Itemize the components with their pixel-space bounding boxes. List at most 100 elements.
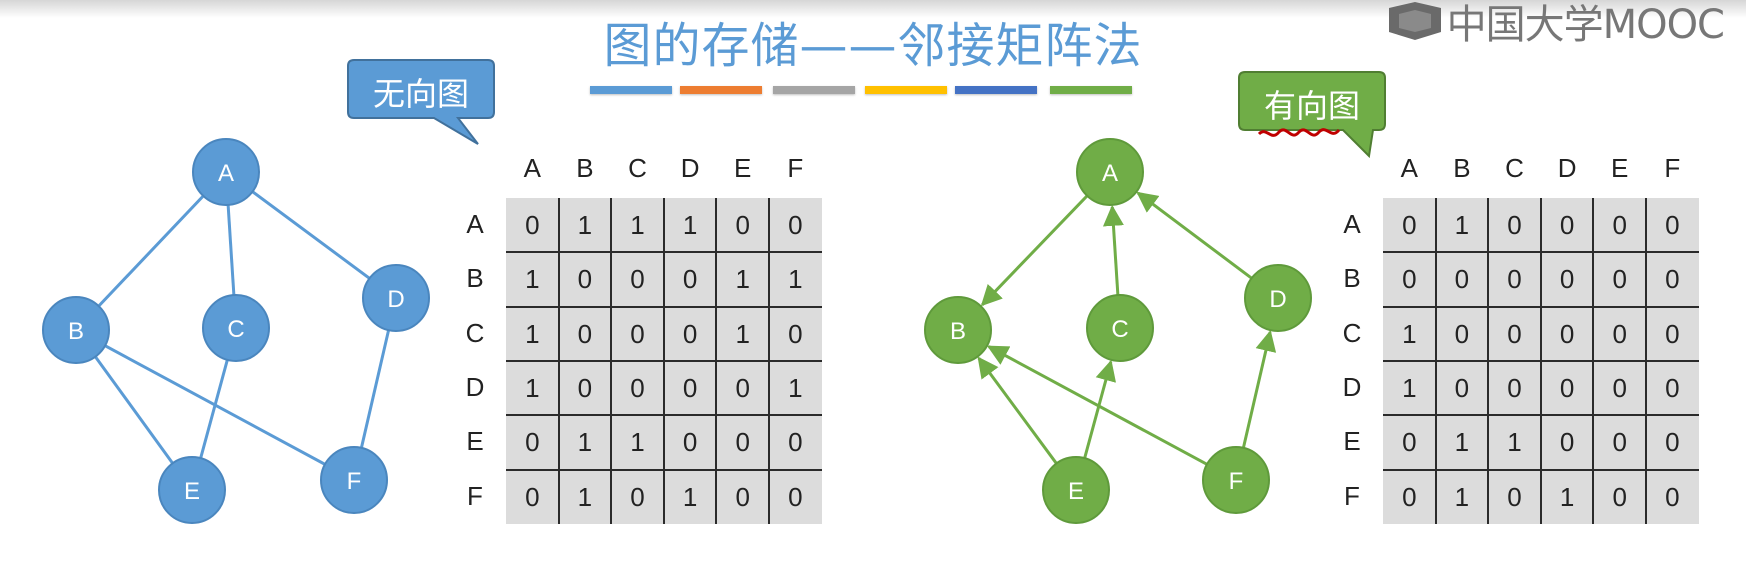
matrix-grid-line [506, 305, 822, 308]
node-label-F: F [347, 468, 362, 495]
matrix-grid-line [506, 414, 822, 417]
col-header: A [523, 153, 541, 183]
matrix-cell: 0 [663, 252, 717, 307]
row-header: B [466, 263, 484, 294]
matrix-cell: 0 [769, 469, 822, 524]
matrix-cell: 1 [558, 198, 612, 253]
undirected-callout-shape [347, 59, 495, 145]
col-header: B [1453, 153, 1471, 183]
matrix-cell: 0 [558, 360, 612, 416]
matrix-cell: 0 [1646, 415, 1699, 470]
matrix-cell: 0 [663, 415, 717, 470]
matrix-cell: 0 [1540, 415, 1594, 470]
matrix-grid-line [1383, 359, 1699, 362]
edge-A-D [225, 170, 397, 300]
color-bar-segment [865, 86, 947, 94]
matrix-cell: 1 [1435, 415, 1489, 470]
row-header: E [466, 426, 484, 457]
mooc-logo-icon [1388, 2, 1441, 40]
color-bar-segment [590, 86, 672, 94]
node-label-E: E [184, 478, 200, 505]
row-header: D [465, 371, 485, 402]
matrix-cell: 1 [1435, 469, 1489, 524]
matrix-cell: 0 [1435, 252, 1489, 307]
matrix-cell: 1 [1383, 360, 1436, 416]
matrix-cell: 1 [1383, 306, 1436, 361]
edge-D-A [1136, 191, 1253, 280]
row-header: A [1343, 209, 1361, 239]
node-B [42, 296, 110, 364]
directed-callout-label: 有向图 [1263, 87, 1360, 125]
matrix-cell: 0 [1488, 360, 1541, 416]
edge-A-B [980, 194, 1089, 307]
matrix-cell: 0 [1540, 252, 1594, 307]
node-label-D: D [1269, 286, 1286, 313]
matrix-cell: 0 [506, 469, 559, 524]
node-label-C: C [227, 316, 244, 343]
edge-F-D [1241, 330, 1277, 449]
node-label-A: A [1102, 160, 1118, 187]
node-label-F: F [1229, 468, 1244, 495]
edge-C-A [1102, 204, 1124, 296]
matrix-cell: 1 [558, 415, 612, 470]
col-header: F [787, 153, 804, 183]
row-header: B [1343, 263, 1361, 294]
node-E [158, 456, 226, 524]
matrix-cell: 1 [663, 469, 717, 524]
matrix-cell: 1 [716, 306, 769, 361]
row-header: E [1343, 426, 1361, 457]
red-squiggle-underline [1257, 128, 1341, 137]
matrix-grid-line [1383, 251, 1699, 254]
matrix-cell: 0 [716, 469, 769, 524]
edge-E-C [1083, 359, 1117, 459]
logo-text: 中国大学MOOC [1446, 2, 1725, 48]
matrix-cell: 0 [716, 360, 769, 416]
matrix-cell: 1 [1488, 415, 1541, 470]
matrix-cell: 1 [611, 415, 664, 470]
top-shadow [0, 0, 1746, 18]
row-header: C [1342, 317, 1362, 348]
matrix-cell: 0 [716, 415, 769, 470]
matrix-cell: 0 [1383, 415, 1436, 470]
matrix-cell: 0 [558, 252, 612, 307]
matrix-cell: 0 [611, 306, 664, 361]
matrix-cell: 0 [1435, 360, 1489, 416]
node-C [202, 294, 270, 362]
matrix-cell: 0 [611, 360, 664, 416]
matrix-cell: 1 [716, 252, 769, 307]
matrix-cell: 0 [1646, 360, 1699, 416]
matrix-cell: 1 [1435, 198, 1489, 253]
matrix-cell: 0 [1383, 469, 1436, 524]
matrix-cell: 0 [1540, 360, 1594, 416]
node-label-E: E [1068, 478, 1084, 505]
matrix-grid-line [506, 251, 822, 254]
matrix-cell: 0 [1488, 469, 1541, 524]
node-label-D: D [387, 286, 404, 313]
col-header: C [628, 153, 647, 183]
row-header: F [467, 480, 483, 511]
matrix-grid-line [506, 359, 822, 362]
node-F [320, 446, 388, 514]
matrix-cell: 1 [769, 252, 822, 307]
matrix-cell: 0 [1593, 306, 1646, 361]
col-header: C [1505, 153, 1524, 183]
matrix-cell: 0 [716, 198, 769, 253]
row-header: F [1344, 480, 1360, 511]
matrix-cell: 1 [769, 360, 822, 416]
matrix-cell: 1 [506, 252, 559, 307]
matrix-cell: 0 [1593, 469, 1646, 524]
matrix-cell: 0 [506, 198, 559, 253]
matrix-cell: 0 [1593, 360, 1646, 416]
matrix-cell: 0 [1383, 252, 1436, 307]
matrix-cell: 0 [663, 306, 717, 361]
col-header: A [1400, 153, 1418, 183]
matrix-grid-line [506, 468, 822, 471]
edge-E-B [977, 356, 1058, 465]
directed-callout-shape [1238, 71, 1386, 159]
matrix-cell: 1 [611, 198, 664, 253]
directed-callout: 有向图 [1238, 71, 1386, 159]
matrix-cell: 0 [1646, 469, 1699, 524]
color-bar-segment [773, 86, 855, 94]
